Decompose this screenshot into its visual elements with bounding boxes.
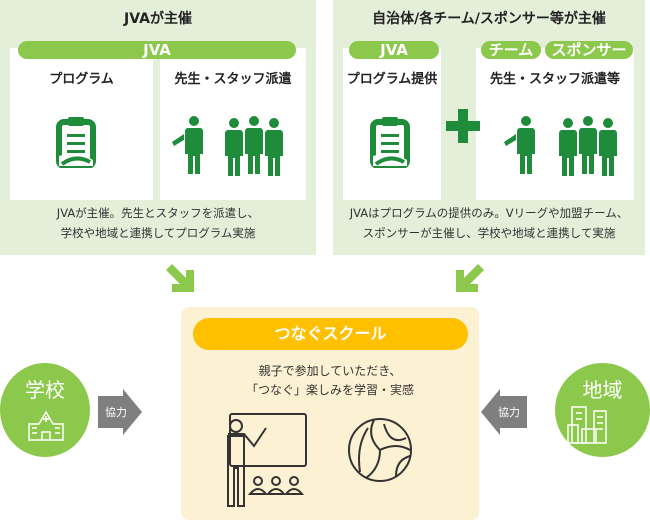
region-label: 地域: [582, 378, 623, 402]
teacher-whiteboard-icon: [227, 413, 307, 507]
desc-line: 親子で参加していただき、: [258, 364, 402, 378]
teacher-icon: [504, 116, 535, 174]
desc-line: 学校や地域と連携してプログラム実施: [60, 226, 256, 240]
tsunagu-school-desc: 親子で参加していただき、「つなぐ」楽しみを学習・実感: [181, 362, 479, 400]
partner-hosted-desc: JVAはプログラムの提供のみ。Vリーグや加盟チーム、スポンサーが主催し、学校や地…: [333, 203, 645, 243]
desc-line: スポンサーが主催し、学校や地域と連携して実施: [362, 226, 616, 240]
volleyball-icon: [348, 418, 412, 482]
staff-title: 先生・スタッフ派遣: [174, 72, 292, 87]
jva-pill: JVA: [349, 41, 439, 59]
plus-icon: [446, 109, 480, 143]
cooperate-arrow-school: [98, 396, 124, 428]
partner-hosted-title: 自治体/各チーム/スポンサー等が主催: [372, 11, 606, 27]
jva-pill: JVA: [18, 41, 296, 59]
arrow-left-icon: [481, 389, 500, 435]
arrow-down-right-icon: [166, 264, 194, 292]
staff-group-icon: [559, 116, 617, 176]
clipboard-icon: [56, 116, 96, 168]
jva-hosted-desc: JVAが主催。先生とスタッフを派遣し、学校や地域と連携してプログラム実施: [0, 203, 316, 243]
school-building-icon: [28, 410, 64, 441]
program-title: プログラム: [49, 72, 114, 87]
clipboard-icon: [370, 116, 410, 168]
jva-hosted-title: JVAが主催: [124, 11, 192, 27]
staff-dispatch-title: 先生・スタッフ派遣等: [489, 72, 620, 87]
desc-line: JVAが主催。先生とスタッフを派遣し、: [56, 206, 260, 220]
cooperate-label: 協力: [498, 406, 520, 419]
school-circle: [0, 363, 90, 457]
tsunagu-school-title: つなぐスクール: [193, 318, 468, 350]
cooperate-arrow-region: [499, 396, 527, 428]
team-pill: チーム: [481, 41, 541, 59]
city-buildings-icon: [567, 406, 607, 444]
sponsor-pill: スポンサー: [545, 41, 633, 59]
program-provide-title: プログラム提供: [346, 72, 438, 87]
teacher-icon: [172, 116, 203, 174]
arrow-down-left-icon: [456, 264, 484, 292]
desc-line: JVAはプログラムの提供のみ。Vリーグや加盟チーム、: [349, 206, 629, 220]
desc-line: 「つなぐ」楽しみを学習・実感: [245, 383, 414, 397]
school-label: 学校: [25, 378, 65, 402]
cooperate-label: 協力: [105, 406, 127, 419]
arrow-right-icon: [123, 389, 142, 435]
staff-group-icon: [225, 116, 283, 176]
region-circle: [555, 363, 650, 457]
